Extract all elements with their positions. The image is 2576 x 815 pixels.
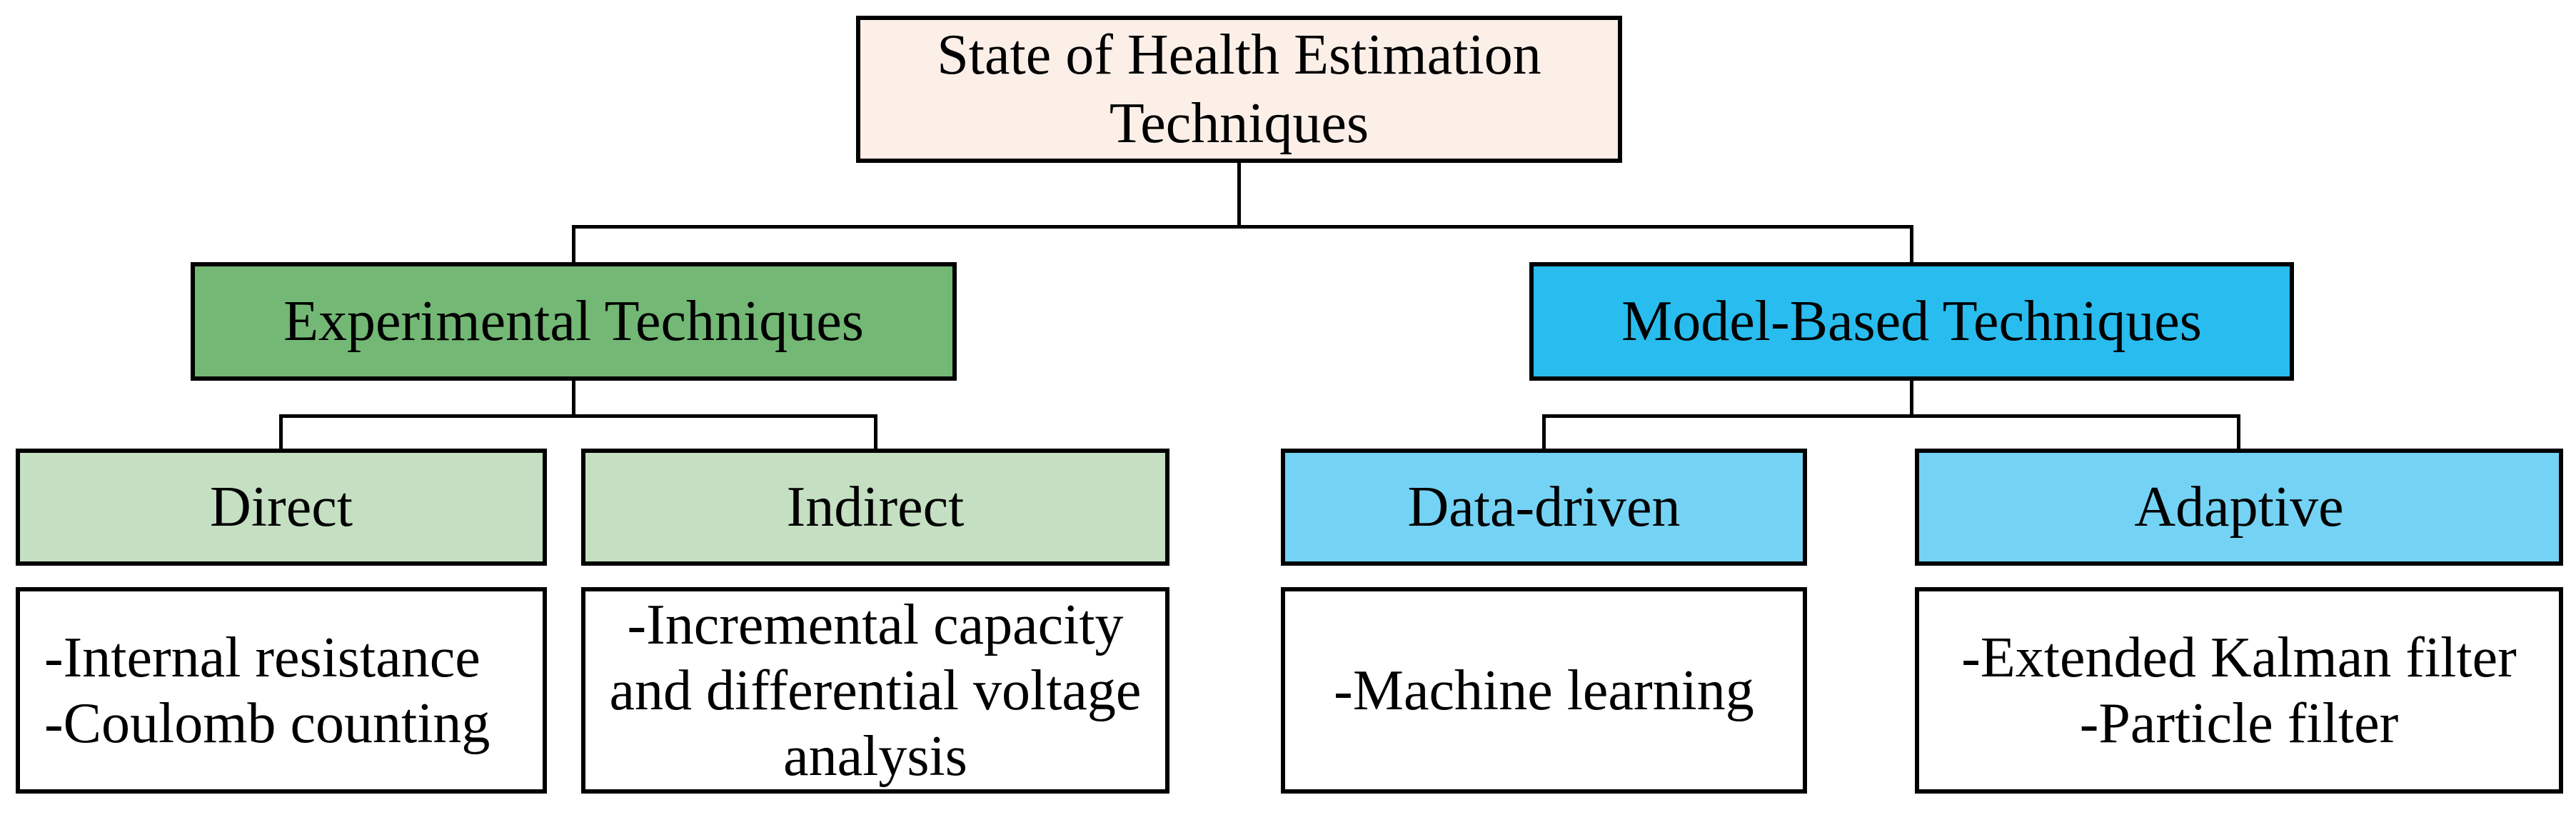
methods-box-direct: -Internal resistance -Coulomb counting	[16, 587, 547, 794]
methods-box-adaptive: -Extended Kalman filter -Particle filter	[1915, 587, 2563, 794]
category-box-direct: Direct	[16, 449, 547, 566]
root-node-label-line1: State of Health Estimation	[937, 24, 1541, 86]
category-box-indirect: Indirect	[581, 449, 1169, 566]
connector-experimental-horizontal	[279, 414, 877, 418]
category-label-data-driven: Data-driven	[1407, 476, 1681, 539]
branch-box-experimental: Experimental Techniques	[191, 262, 957, 381]
connector-experimental-drop	[572, 381, 575, 418]
root-node-box: State of Health Estimation Techniques	[856, 16, 1622, 163]
connector-to-adaptive	[2237, 414, 2240, 449]
methods-box-data-driven: -Machine learning	[1281, 587, 1807, 794]
connector-model-based-drop	[1910, 381, 1913, 418]
branch-box-model-based: Model-Based Techniques	[1529, 262, 2294, 381]
category-label-direct: Direct	[210, 476, 353, 539]
connector-to-experimental	[572, 225, 575, 262]
category-label-indirect: Indirect	[786, 476, 965, 539]
category-box-adaptive: Adaptive	[1915, 449, 2563, 566]
connector-to-indirect	[874, 414, 877, 449]
connector-to-data-driven	[1542, 414, 1546, 449]
branch-label-experimental: Experimental Techniques	[283, 290, 864, 353]
connector-to-model-based	[1910, 225, 1913, 262]
connector-to-direct	[279, 414, 283, 449]
branch-label-model-based: Model-Based Techniques	[1621, 290, 2202, 353]
method-item: -Particle filter	[2079, 691, 2399, 755]
category-label-adaptive: Adaptive	[2134, 476, 2344, 539]
method-item: -Coulomb counting	[44, 691, 490, 755]
connector-model-based-horizontal	[1542, 414, 2240, 418]
connector-root-drop	[1237, 163, 1241, 229]
method-item: analysis	[783, 724, 967, 788]
root-node-label-line2: Techniques	[1109, 92, 1369, 155]
connector-level2-horizontal	[572, 225, 1913, 229]
method-item: -Machine learning	[1334, 659, 1754, 722]
method-item: and differential voltage	[609, 659, 1142, 722]
method-item: -Extended Kalman filter	[1961, 626, 2517, 689]
method-item: -Incremental capacity	[627, 593, 1124, 656]
methods-box-indirect: -Incremental capacity and differential v…	[581, 587, 1169, 794]
method-item: -Internal resistance	[44, 626, 481, 689]
category-box-data-driven: Data-driven	[1281, 449, 1807, 566]
